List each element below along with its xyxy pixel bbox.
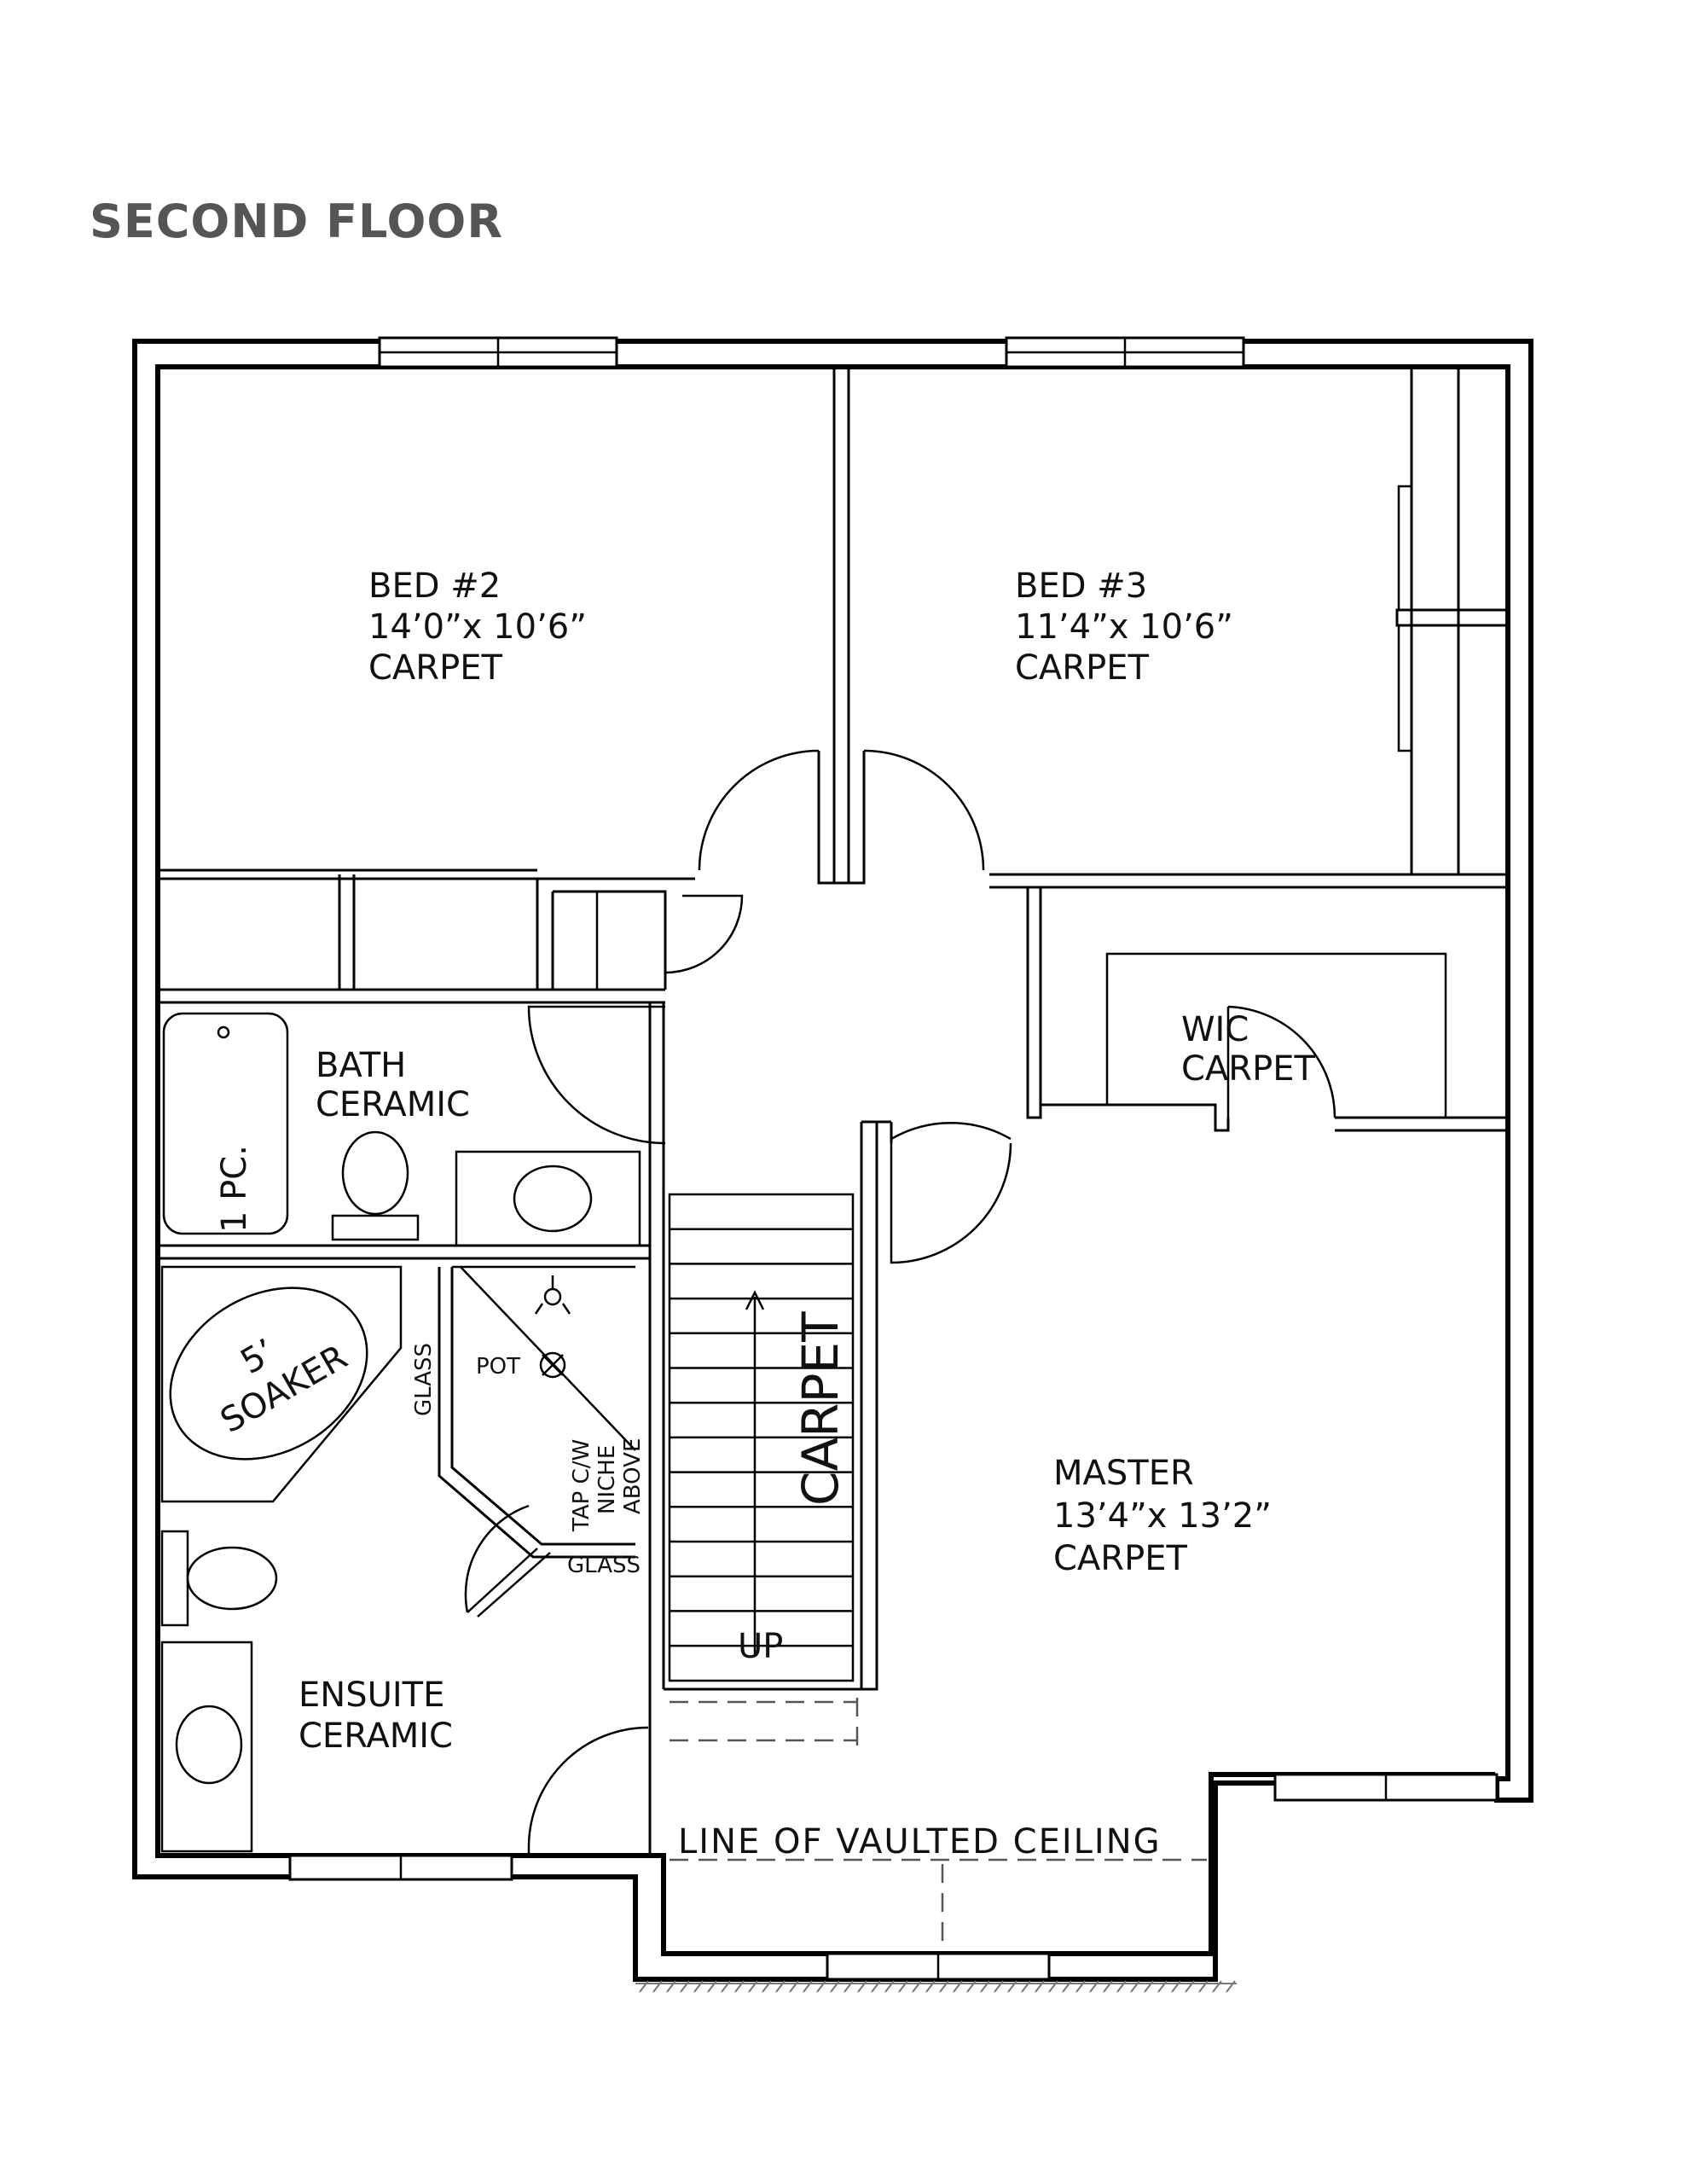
hatch-stroke bbox=[652, 1980, 663, 1993]
vaulted-ceiling-label: LINE OF VAULTED CEILING bbox=[678, 1822, 1162, 1862]
hatch-stroke bbox=[693, 1980, 704, 1993]
master-finish: CARPET bbox=[1053, 1539, 1187, 1578]
hatch-stroke bbox=[1103, 1980, 1113, 1993]
hatch-stroke bbox=[639, 1980, 649, 1993]
hatch-stroke bbox=[1021, 1980, 1031, 1993]
hatch-stroke bbox=[1116, 1980, 1127, 1993]
hatch-stroke bbox=[734, 1980, 745, 1993]
bed3-name: BED #3 bbox=[1015, 566, 1147, 606]
master-name: MASTER bbox=[1053, 1454, 1194, 1493]
tap-label-1: TAP C/W bbox=[569, 1439, 594, 1532]
soaker-label: SOAKER bbox=[214, 1338, 354, 1441]
hatch-stroke bbox=[1212, 1980, 1222, 1993]
hatch-stroke bbox=[1062, 1980, 1072, 1993]
bath-toilet bbox=[331, 1130, 420, 1241]
door-swings bbox=[464, 749, 1336, 1856]
master-size: 13’4”x 13’2” bbox=[1053, 1496, 1272, 1536]
hatch-stroke bbox=[925, 1980, 936, 1993]
hatch-stroke bbox=[912, 1980, 922, 1993]
hatch-stroke bbox=[1144, 1980, 1154, 1993]
hatch-stroke bbox=[857, 1980, 867, 1993]
wic-name: WIC bbox=[1181, 1010, 1249, 1049]
fixture-labels: 1 PC. 5’ SOAKER GLASS GLASS POT TAP C/W … bbox=[214, 1145, 646, 1578]
bath-name: BATH bbox=[316, 1046, 406, 1085]
hatch-stroke bbox=[707, 1980, 717, 1993]
hatch-stroke bbox=[844, 1980, 854, 1993]
ensuite-toilet bbox=[160, 1530, 278, 1627]
bathtub bbox=[162, 1012, 289, 1235]
hatch-stroke bbox=[994, 1980, 1004, 1993]
vaulted-ceiling-line bbox=[670, 1858, 1207, 1949]
hatch-stroke bbox=[1075, 1980, 1086, 1993]
tub-label: 1 PC. bbox=[215, 1145, 254, 1233]
tap-label-2: NICHE bbox=[594, 1445, 620, 1514]
hatch-stroke bbox=[1198, 1980, 1209, 1993]
hatch-stroke bbox=[789, 1980, 799, 1993]
bed3-finish: CARPET bbox=[1015, 648, 1149, 688]
hatch-stroke bbox=[1185, 1980, 1195, 1993]
tap-label-3: ABOVE bbox=[620, 1438, 646, 1514]
page-title: SECOND FLOOR bbox=[90, 195, 503, 248]
interior-walls bbox=[158, 367, 1510, 1856]
wic-finish: CARPET bbox=[1181, 1049, 1315, 1089]
hatch-stroke bbox=[830, 1980, 840, 1993]
hatch-stroke bbox=[939, 1980, 949, 1993]
pot-label: POT bbox=[476, 1354, 520, 1380]
bed2-finish: CARPET bbox=[368, 648, 502, 688]
hatch-stroke bbox=[1048, 1980, 1058, 1993]
room-labels: BED #2 14’0”x 10’6” CARPET BED #3 11’4”x… bbox=[299, 566, 1315, 1756]
hatch-stroke bbox=[980, 1980, 990, 1993]
windows bbox=[288, 336, 1499, 1981]
hatch-stroke bbox=[1226, 1980, 1236, 1993]
hatch-stroke bbox=[748, 1980, 758, 1993]
staircase bbox=[668, 1193, 859, 1749]
stair-direction-label: UP bbox=[738, 1627, 783, 1666]
ensuite-name: ENSUITE bbox=[299, 1676, 444, 1715]
bay-hatch bbox=[635, 1980, 1237, 1993]
hatch-stroke bbox=[884, 1980, 895, 1993]
hatch-stroke bbox=[898, 1980, 908, 1993]
bath-vanity bbox=[455, 1150, 641, 1247]
hatch-stroke bbox=[1035, 1980, 1045, 1993]
hatch-stroke bbox=[953, 1980, 963, 1993]
glass-horizontal-label: GLASS bbox=[567, 1553, 641, 1578]
bed2-size: 14’0”x 10’6” bbox=[368, 607, 587, 647]
hatch-stroke bbox=[871, 1980, 881, 1993]
bath-finish: CERAMIC bbox=[316, 1085, 470, 1124]
soaker-tub bbox=[160, 1265, 403, 1503]
hatch-stroke bbox=[1007, 1980, 1017, 1993]
ensuite-vanity bbox=[160, 1641, 253, 1853]
hatch-stroke bbox=[816, 1980, 826, 1993]
hatch-stroke bbox=[680, 1980, 690, 1993]
hatch-stroke bbox=[721, 1980, 731, 1993]
hatch-stroke bbox=[762, 1980, 772, 1993]
glass-vertical-label: GLASS bbox=[411, 1343, 437, 1416]
ensuite-finish: CERAMIC bbox=[299, 1716, 453, 1756]
shower-head bbox=[534, 1275, 571, 1379]
bed2-name: BED #2 bbox=[368, 566, 501, 606]
hatch-stroke bbox=[1171, 1980, 1181, 1993]
hatch-stroke bbox=[666, 1980, 676, 1993]
hatch-stroke bbox=[775, 1980, 786, 1993]
stair-carpet-label: CARPET bbox=[791, 1311, 849, 1506]
hatch-stroke bbox=[1130, 1980, 1140, 1993]
hatch-stroke bbox=[1089, 1980, 1099, 1993]
hatch-stroke bbox=[1157, 1980, 1168, 1993]
bed3-size: 11’4”x 10’6” bbox=[1015, 607, 1233, 647]
hatch-stroke bbox=[966, 1980, 977, 1993]
stair-labels: CARPET UP bbox=[738, 1311, 849, 1666]
hatch-stroke bbox=[803, 1980, 813, 1993]
